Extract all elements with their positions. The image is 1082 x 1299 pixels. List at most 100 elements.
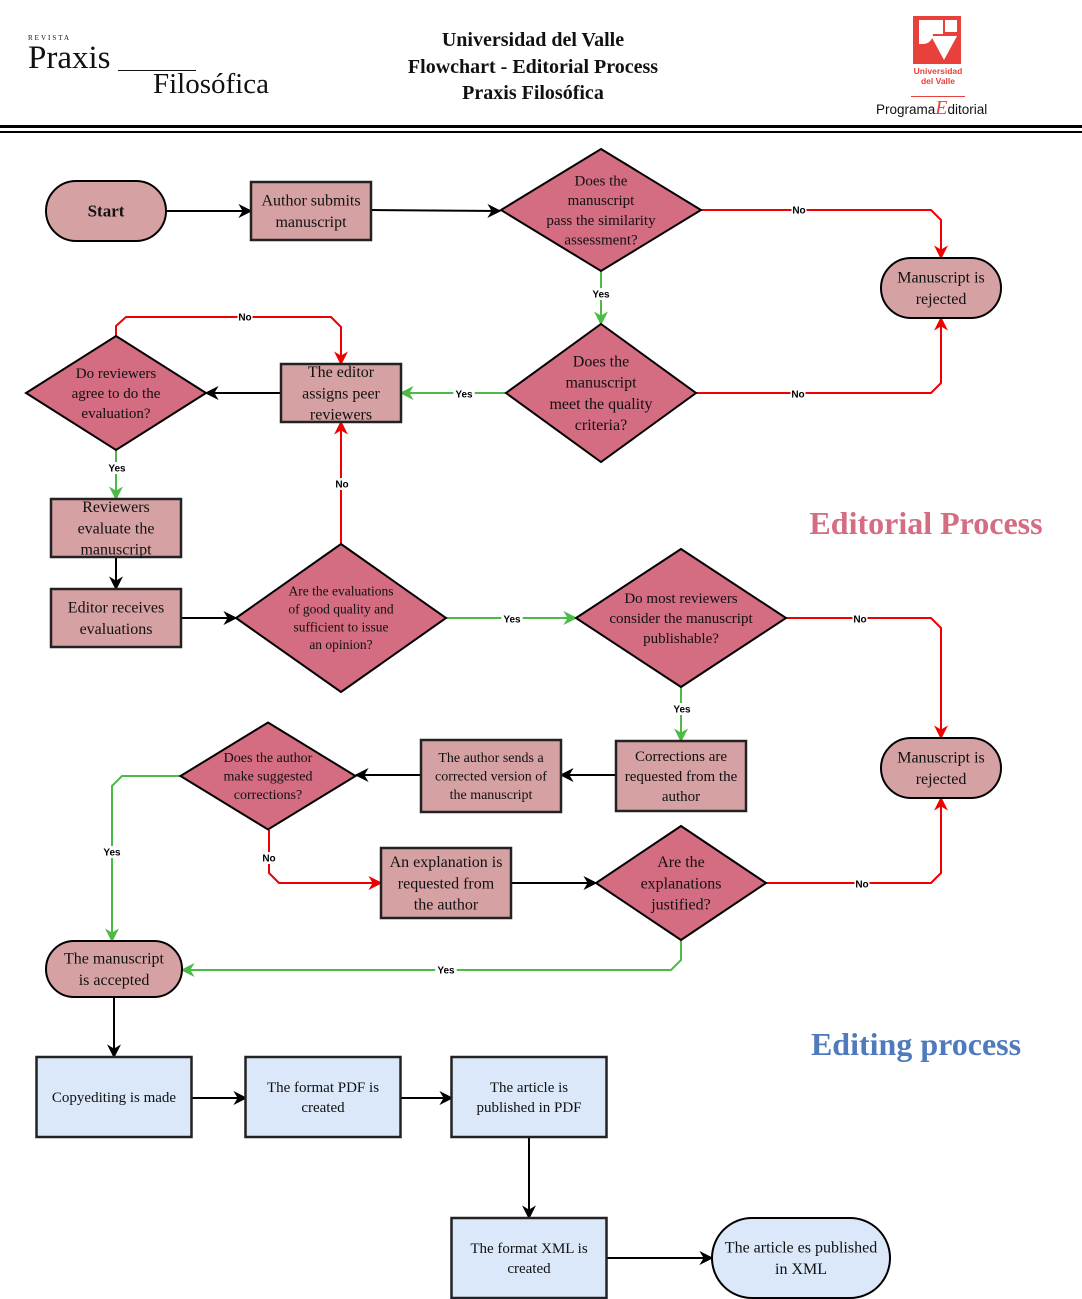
terminal-pill [45,180,167,242]
edge-label-bg [453,388,475,400]
node-text-line: evaluation? [81,406,150,422]
edge-label-bg [334,478,350,490]
node-text-line: pass the similarity [546,213,656,229]
node-text-line: assessment? [564,233,638,249]
node-text-line: manuscript [568,193,635,209]
process-box [279,362,403,424]
node-text-line: requested from the [625,769,738,785]
process-box [49,587,183,649]
title-line-university: Universidad del Valle [441,29,625,51]
node-text-line: published in PDF [476,1100,581,1116]
node-text-line: corrections? [234,788,302,803]
node-start: Start [45,180,167,242]
section-title-editing: Editing process [811,1026,1021,1062]
decision-diamond [499,147,703,273]
universidad-del-valle-logo: Universidad del Valle ProgramaEditorial [866,16,1016,119]
logo-word-filosofica: Filosófica [153,68,269,100]
edge-label-text: Yes [592,290,610,301]
process-box [614,739,748,813]
node-text-line: Does the [575,173,628,189]
logo-rule [118,70,196,71]
edge-justified-to-rejected2 [766,796,948,884]
decision-diamond [574,547,788,689]
edge-label-text: No [792,206,805,217]
node-text-line: is accepted [79,972,150,989]
edge-quality-to-rejected1 [696,316,948,394]
node-text-line: assigns peer [302,385,380,402]
edge-label-bg [791,204,807,216]
edge-label-text: No [791,390,804,401]
node-text-line: Author submits [261,193,360,210]
node-text-line: publishable? [643,631,719,647]
editorial-e-glyph: E [935,97,948,119]
edge-label-bg [106,462,128,474]
edge-label-bg [501,613,523,625]
node-text-line: requested from [398,875,495,892]
edge-label-bg [852,613,868,625]
node-text-line: Manuscript is [897,270,985,287]
node-text-line: Reviewers [82,499,150,516]
node-text-line: The format XML is [470,1241,587,1257]
document-title: Universidad del Valle Flowchart - Editor… [380,27,686,107]
univalle-name: Universidad del Valle [913,66,963,86]
univalle-emblem-icon [913,16,961,64]
edge-label-text: No [335,480,348,491]
node-text-line: Corrections are [635,749,727,765]
terminal-pill [880,257,1002,319]
edge-label-yes: Yes [590,288,612,301]
edge-label-text: No [262,854,275,865]
node-text-line: manuscript [80,541,152,558]
edge-label-text: Yes [437,966,455,977]
edge-label-text: Yes [455,390,473,401]
edge-agree-to-assign [115,316,348,366]
edge-label-bg [854,878,870,890]
node-pdfpub: The article is published in PDF [450,1055,608,1139]
decision-diamond [594,824,768,942]
node-text-line: The format PDF is [267,1080,379,1096]
edge-label-bg [435,964,457,976]
node-text-line: corrected version of [435,770,547,785]
node-text-line: Do reviewers [76,366,157,382]
edge-label-text: Yes [503,615,521,626]
node-text-line: Does the author [224,751,313,766]
node-copyedit: Copyediting is made [35,1055,193,1139]
edge-label-yes: Yes [106,462,128,475]
edge-label-yes: Yes [501,613,523,626]
edge-label-no: No [790,388,806,401]
node-text-line: evaluate the [78,520,155,537]
node-text-line: criteria? [575,417,627,434]
node-text-line: an opinion? [309,637,372,652]
node-text-line: The article es published [725,1240,877,1257]
node-similarity: Does the manuscript pass the similarity ass… [499,147,703,273]
edge-similarity-to-rejected1 [701,209,948,260]
process-box [249,180,373,242]
process-box [419,738,563,814]
edge-label-bg [237,311,253,323]
edge-label-no: No [791,204,807,217]
node-text-line: Editor receives [68,600,164,617]
title-line-journal: Praxis Filosófica [462,82,604,104]
edge-makecorr-to-explanation [268,830,383,890]
univalle-divider [911,96,965,97]
node-text-line: An explanation is [390,854,503,871]
decision-diamond [24,334,208,452]
logo-kicker: Revista [28,34,71,42]
node-text-line: The author sends a [438,751,544,766]
node-text-line: The article is [490,1080,568,1096]
logo-word-praxis: Praxis [28,40,111,76]
node-text-line: meet the quality [549,396,652,413]
